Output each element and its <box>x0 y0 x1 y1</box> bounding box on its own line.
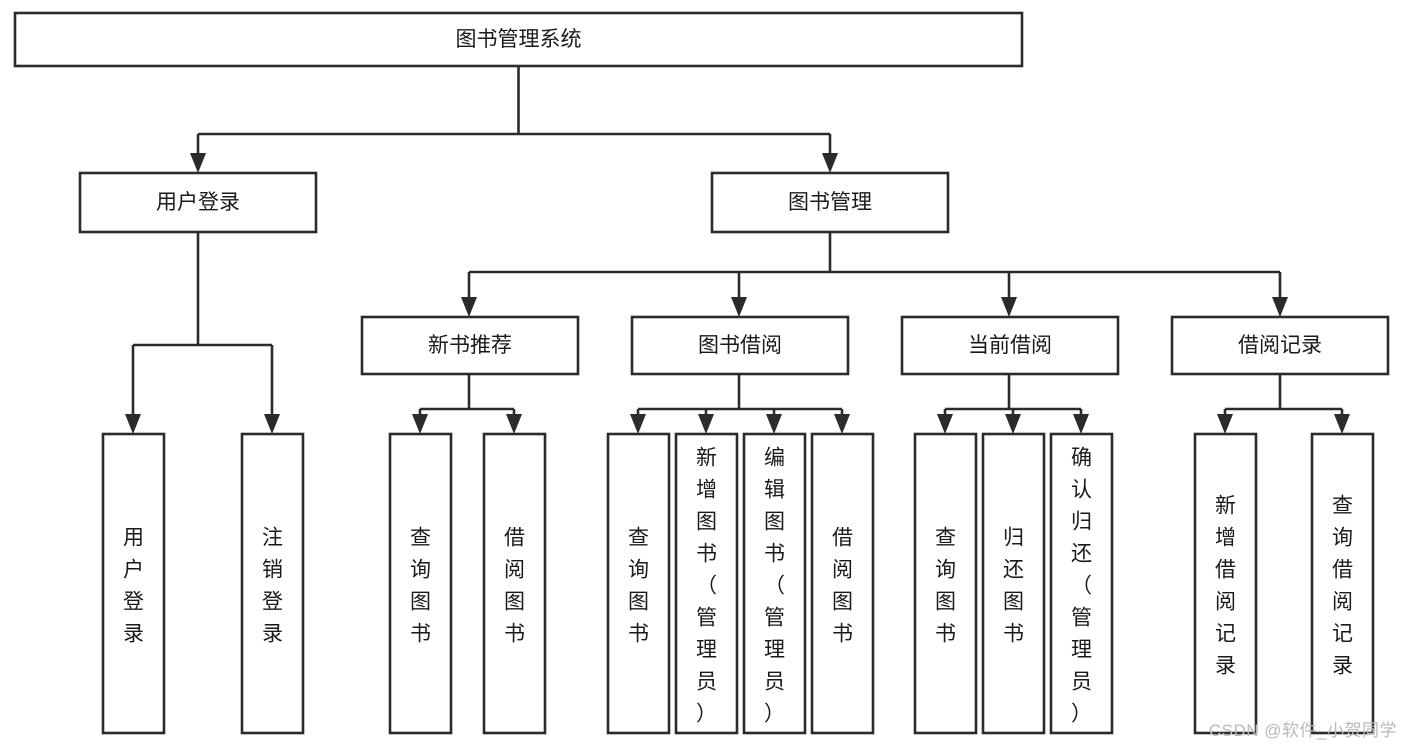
node-borrow-record[interactable]: 借阅记录 <box>1170 315 1390 376</box>
node-box <box>1049 432 1114 735</box>
node-box <box>674 432 739 735</box>
node-leaf-borrow-book[interactable]: 借阅图书 <box>810 432 875 735</box>
node-leaf-borrow-book-rec[interactable]: 借阅图书 <box>482 432 547 735</box>
node-label: 用户登录 <box>123 526 144 645</box>
node-label: 图书借阅 <box>698 334 782 357</box>
node-leaf-user-login[interactable]: 用户登录 <box>101 432 166 735</box>
node-box <box>360 315 580 376</box>
node-box <box>810 432 875 735</box>
node-user-login[interactable]: 用户登录 <box>78 171 318 234</box>
node-leaf-query-borrow-record[interactable]: 查询借阅记录 <box>1310 432 1375 735</box>
node-new-book-recommend[interactable]: 新书推荐 <box>360 315 580 376</box>
arrow-head-icon <box>264 414 280 434</box>
arrow-head-icon <box>506 414 522 434</box>
node-label: 用户登录 <box>156 191 240 214</box>
node-box <box>981 432 1046 735</box>
node-label: 归还图书 <box>1003 526 1024 645</box>
node-label: 查询借阅记录 <box>1332 494 1353 677</box>
arrow-head-icon <box>1217 414 1233 434</box>
node-box <box>78 171 318 234</box>
node-leaf-return-book[interactable]: 归还图书 <box>981 432 1046 735</box>
node-leaf-add-borrow-record[interactable]: 新增借阅记录 <box>1193 432 1258 735</box>
node-box <box>710 171 950 234</box>
node-box <box>1310 432 1375 735</box>
arrowheads-layer <box>125 153 1350 434</box>
node-label: 查询图书 <box>935 526 956 645</box>
node-box <box>1193 432 1258 735</box>
node-current-borrow[interactable]: 当前借阅 <box>900 315 1120 376</box>
node-leaf-logout[interactable]: 注销登录 <box>240 432 305 735</box>
node-book-management[interactable]: 图书管理 <box>710 171 950 234</box>
arrow-head-icon <box>1334 414 1350 434</box>
node-box <box>606 432 671 735</box>
arrow-head-icon <box>766 414 782 434</box>
node-label: 新书推荐 <box>428 334 512 357</box>
node-leaf-edit-book[interactable]: 编辑图书（管理员） <box>742 432 807 735</box>
arrow-head-icon <box>698 414 714 434</box>
node-label: 借阅图书 <box>504 526 525 645</box>
node-box <box>240 432 305 735</box>
arrow-head-icon <box>937 414 953 434</box>
node-leaf-query-book-rec[interactable]: 查询图书 <box>388 432 453 735</box>
node-box <box>630 315 850 376</box>
arrow-head-icon <box>1073 414 1089 434</box>
arrow-head-icon <box>1272 297 1288 317</box>
arrow-head-icon <box>125 414 141 434</box>
node-label: 借阅图书 <box>832 526 853 645</box>
node-label: 借阅记录 <box>1238 334 1322 357</box>
node-leaf-confirm-return[interactable]: 确认归还（管理员） <box>1049 432 1114 735</box>
node-label: 确认归还（管理员） <box>1071 446 1092 725</box>
node-leaf-add-book[interactable]: 新增图书（管理员） <box>674 432 739 735</box>
node-box <box>742 432 807 735</box>
node-label: 图书管理系统 <box>456 28 582 51</box>
node-box <box>13 11 1024 68</box>
arrow-head-icon <box>412 414 428 434</box>
node-label: 注销登录 <box>262 526 283 645</box>
nodes-layer: 图书管理系统用户登录图书管理新书推荐图书借阅当前借阅借阅记录用户登录注销登录查询… <box>13 11 1390 735</box>
node-box <box>1170 315 1390 376</box>
node-root[interactable]: 图书管理系统 <box>13 11 1024 68</box>
node-label: 查询图书 <box>410 526 431 645</box>
arrow-head-icon <box>630 414 646 434</box>
node-label: 编辑图书（管理员） <box>764 446 785 725</box>
arrow-head-icon <box>1005 414 1021 434</box>
arrow-head-icon <box>834 414 850 434</box>
node-label: 图书管理 <box>788 191 872 214</box>
arrow-head-icon <box>1001 297 1017 317</box>
node-label: 查询图书 <box>628 526 649 645</box>
node-box <box>913 432 978 735</box>
node-box <box>482 432 547 735</box>
node-leaf-query-book-borrow[interactable]: 查询图书 <box>606 432 671 735</box>
node-book-borrow[interactable]: 图书借阅 <box>630 315 850 376</box>
node-label: 当前借阅 <box>968 334 1052 357</box>
arrow-head-icon <box>190 153 206 173</box>
arrow-head-icon <box>731 297 747 317</box>
node-box <box>388 432 453 735</box>
node-leaf-query-book-current[interactable]: 查询图书 <box>913 432 978 735</box>
node-box <box>101 432 166 735</box>
node-box <box>900 315 1120 376</box>
arrow-head-icon <box>461 297 477 317</box>
node-label: 新增图书（管理员） <box>696 446 717 725</box>
node-label: 新增借阅记录 <box>1215 494 1236 677</box>
arrow-head-icon <box>822 153 838 173</box>
